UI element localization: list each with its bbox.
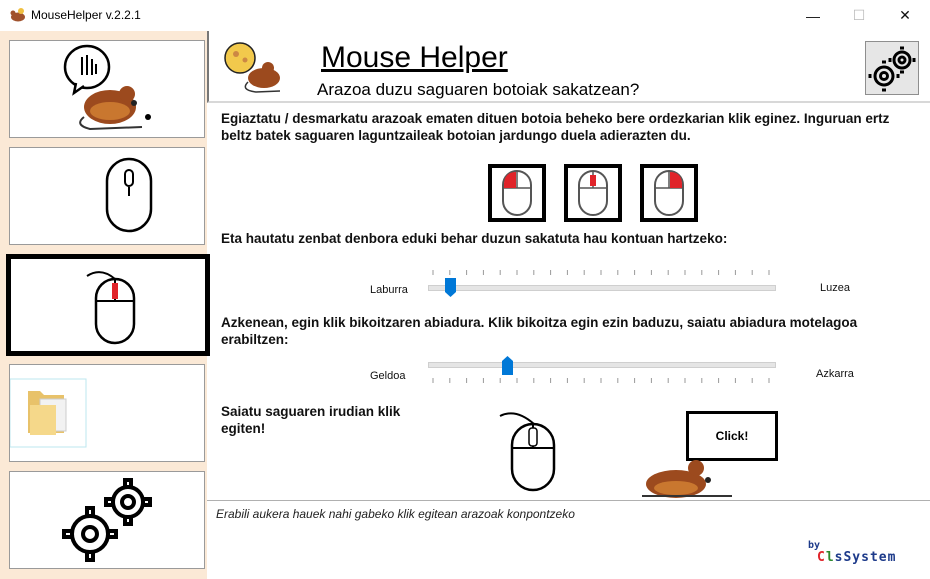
- hold-slider-max-label: Luzea: [820, 282, 850, 294]
- window-title: MouseHelper v.2.2.1: [31, 8, 141, 22]
- minimize-button[interactable]: —: [806, 7, 820, 24]
- hold-duration-prompt: Eta hautatu zenbat denbora eduki behar d…: [221, 231, 728, 246]
- speed-slider-max-label: Azkarra: [816, 368, 854, 380]
- hold-duration-slider[interactable]: [428, 270, 776, 300]
- sidebar-item-mouse-help[interactable]: [9, 40, 205, 138]
- slider-ticks: [432, 270, 770, 275]
- right-mouse-button-icon: [654, 170, 684, 216]
- header: [207, 31, 930, 103]
- click-feedback-bubble: Click!: [686, 411, 778, 461]
- sidebar-item-settings[interactable]: [9, 471, 205, 569]
- settings-button[interactable]: [865, 41, 919, 95]
- sidebar: [0, 31, 210, 579]
- try-click-text: Saiatu saguaren irudian klik egiten!: [221, 404, 401, 436]
- sidebar-item-mouse[interactable]: [9, 147, 205, 245]
- slider-track: [428, 362, 776, 368]
- sidebar-item-folder[interactable]: [9, 364, 205, 462]
- slider-thumb[interactable]: [444, 278, 456, 297]
- instructions-text: Egiaztatu / desmarkatu arazoak ematen di…: [221, 111, 890, 143]
- gear-icon: [868, 46, 916, 92]
- mouse-mascot-icon: [642, 460, 732, 498]
- page-subtitle: Arazoa duzu saguaren botoiak sakatzean?: [317, 80, 640, 99]
- brand-by-label: by: [808, 540, 821, 551]
- hold-slider-min-label: Laburra: [370, 284, 408, 296]
- brand-letter-l: l: [825, 550, 835, 565]
- title-bar: [0, 0, 930, 31]
- folder-icon: [9, 378, 87, 448]
- slider-track: [428, 285, 776, 291]
- left-button-toggle[interactable]: [488, 164, 546, 222]
- slider-ticks: [432, 378, 770, 383]
- middle-button-toggle[interactable]: [564, 164, 622, 222]
- left-mouse-button-icon: [502, 170, 532, 216]
- gears-icon: [62, 478, 152, 562]
- brand-letter-c: C: [817, 550, 826, 565]
- app-icon: [10, 8, 25, 22]
- sidebar-item-mouse-click[interactable]: [6, 254, 210, 356]
- close-button[interactable]: ✕: [899, 7, 911, 23]
- brand-logo: ClsSystem: [817, 550, 896, 565]
- test-mouse-icon[interactable]: [496, 410, 560, 492]
- mouse-help-icon: [63, 44, 151, 131]
- slider-thumb[interactable]: [501, 356, 513, 375]
- footer: [207, 500, 930, 579]
- mouse-outline-icon: [44, 148, 170, 244]
- double-click-prompt: Azkenean, egin klik bikoitzaren abiadura…: [221, 315, 858, 347]
- app-title: Mouse Helper: [321, 41, 508, 74]
- middle-mouse-button-icon: [578, 170, 608, 216]
- speed-slider-min-label: Geldoa: [370, 370, 406, 382]
- mouse-logo-icon: [224, 42, 281, 93]
- mouse-click-icon: [86, 271, 136, 345]
- brand-rest: sSystem: [834, 550, 897, 565]
- right-button-toggle[interactable]: [640, 164, 698, 222]
- maximize-button[interactable]: ☐: [852, 7, 866, 23]
- double-click-speed-slider[interactable]: [428, 356, 776, 386]
- footer-hint: Erabili aukera hauek nahi gabeko klik eg…: [216, 507, 575, 521]
